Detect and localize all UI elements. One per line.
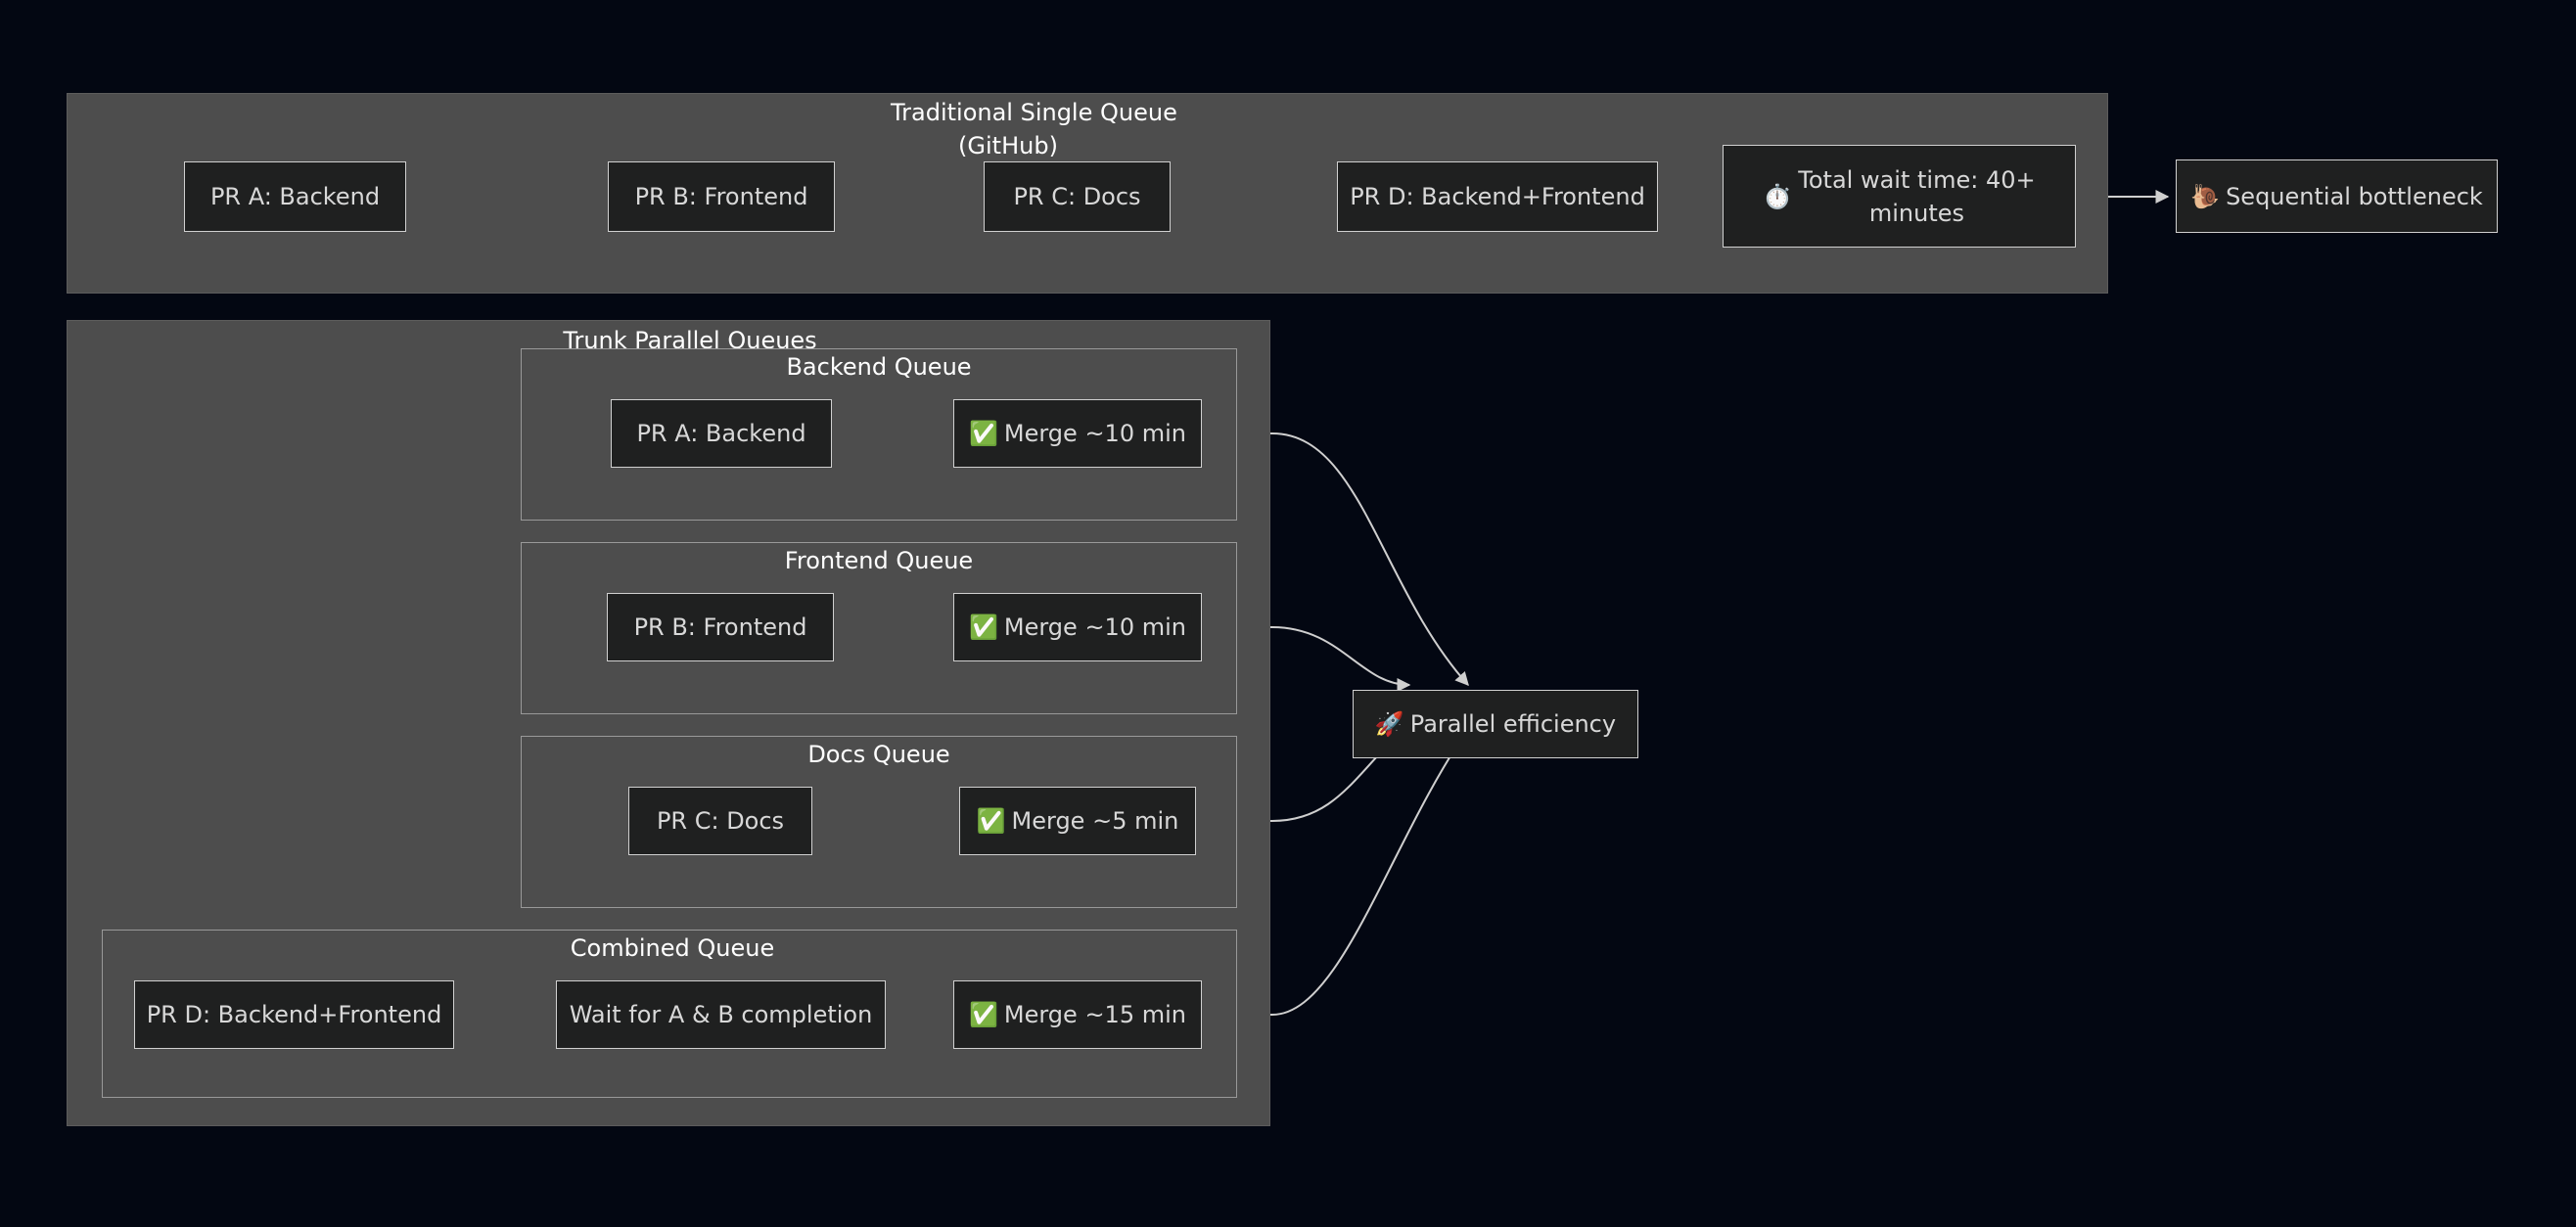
node-queue-pr-a[interactable]: PR A: Backend: [611, 399, 832, 468]
node-pr-c-docs[interactable]: PR C: Docs: [984, 161, 1171, 232]
node-pr-b-frontend-label: PR B: Frontend: [634, 183, 808, 210]
check-mark-emoji: ✅: [976, 807, 1006, 835]
node-pr-d-backend-frontend[interactable]: PR D: Backend+Frontend: [1337, 161, 1658, 232]
node-wait-for-ab-label: Wait for A & B completion: [569, 1001, 873, 1028]
subgraph-docs-queue-label: Docs Queue: [761, 740, 996, 769]
node-total-wait-time-label: Total wait time: 40+ minutes: [1798, 165, 2036, 227]
node-merge-combined[interactable]: ✅ Merge ~15 min: [953, 980, 1202, 1049]
stopwatch-emoji: ⏱️: [1763, 182, 1793, 210]
node-sequential-bottleneck[interactable]: 🐌 Sequential bottleneck: [2176, 159, 2498, 233]
node-pr-d-backend-frontend-label: PR D: Backend+Frontend: [1350, 183, 1645, 210]
subgraph-backend-queue-label: Backend Queue: [761, 352, 996, 382]
node-queue-pr-a-label: PR A: Backend: [636, 420, 806, 447]
node-queue-pr-c[interactable]: PR C: Docs: [628, 787, 812, 855]
check-mark-emoji: ✅: [969, 1001, 998, 1028]
rocket-emoji: 🚀: [1374, 710, 1404, 738]
subgraph-traditional-label-line1: Traditional Single Queue: [891, 99, 1177, 126]
node-pr-a-backend-label: PR A: Backend: [209, 183, 381, 210]
node-queue-pr-d-label: PR D: Backend+Frontend: [146, 1001, 442, 1028]
subgraph-docs-queue-label-text: Docs Queue: [807, 741, 950, 768]
node-queue-pr-d[interactable]: PR D: Backend+Frontend: [134, 980, 454, 1049]
subgraph-backend-queue-label-text: Backend Queue: [786, 353, 972, 381]
node-queue-pr-b-label: PR B: Frontend: [633, 614, 807, 641]
node-sequential-bottleneck-label: Sequential bottleneck: [2226, 182, 2483, 210]
node-parallel-efficiency[interactable]: 🚀 Parallel efficiency: [1353, 690, 1638, 758]
node-merge-frontend-label: Merge ~10 min: [1003, 614, 1186, 641]
node-pr-a-backend[interactable]: PR A: Backend: [184, 161, 406, 232]
node-merge-docs[interactable]: ✅ Merge ~5 min: [959, 787, 1196, 855]
check-mark-emoji: ✅: [969, 614, 998, 641]
node-merge-backend[interactable]: ✅ Merge ~10 min: [953, 399, 1202, 468]
check-mark-emoji: ✅: [969, 420, 998, 447]
subgraph-combined-queue-label-text: Combined Queue: [570, 934, 775, 962]
node-merge-combined-label: Merge ~15 min: [1003, 1001, 1186, 1028]
subgraph-frontend-queue-label: Frontend Queue: [761, 546, 996, 575]
subgraph-traditional-label: Traditional Single Queue (GitHub): [891, 96, 1177, 162]
node-parallel-efficiency-label: Parallel efficiency: [1409, 710, 1617, 738]
node-merge-frontend[interactable]: ✅ Merge ~10 min: [953, 593, 1202, 661]
node-queue-pr-c-label: PR C: Docs: [656, 807, 785, 835]
node-merge-docs-label: Merge ~5 min: [1011, 807, 1179, 835]
node-wait-for-ab[interactable]: Wait for A & B completion: [556, 980, 886, 1049]
node-pr-c-docs-label: PR C: Docs: [1013, 183, 1141, 210]
node-queue-pr-b[interactable]: PR B: Frontend: [607, 593, 834, 661]
node-merge-backend-label: Merge ~10 min: [1003, 420, 1186, 447]
subgraph-frontend-queue-label-text: Frontend Queue: [784, 547, 974, 574]
subgraph-traditional-label-line2: (GitHub): [958, 132, 1058, 159]
node-pr-b-frontend[interactable]: PR B: Frontend: [608, 161, 835, 232]
subgraph-combined-queue-label: Combined Queue: [550, 933, 795, 963]
snail-emoji: 🐌: [2190, 182, 2221, 210]
node-total-wait-time[interactable]: ⏱️ Total wait time: 40+ minutes: [1723, 145, 2076, 248]
